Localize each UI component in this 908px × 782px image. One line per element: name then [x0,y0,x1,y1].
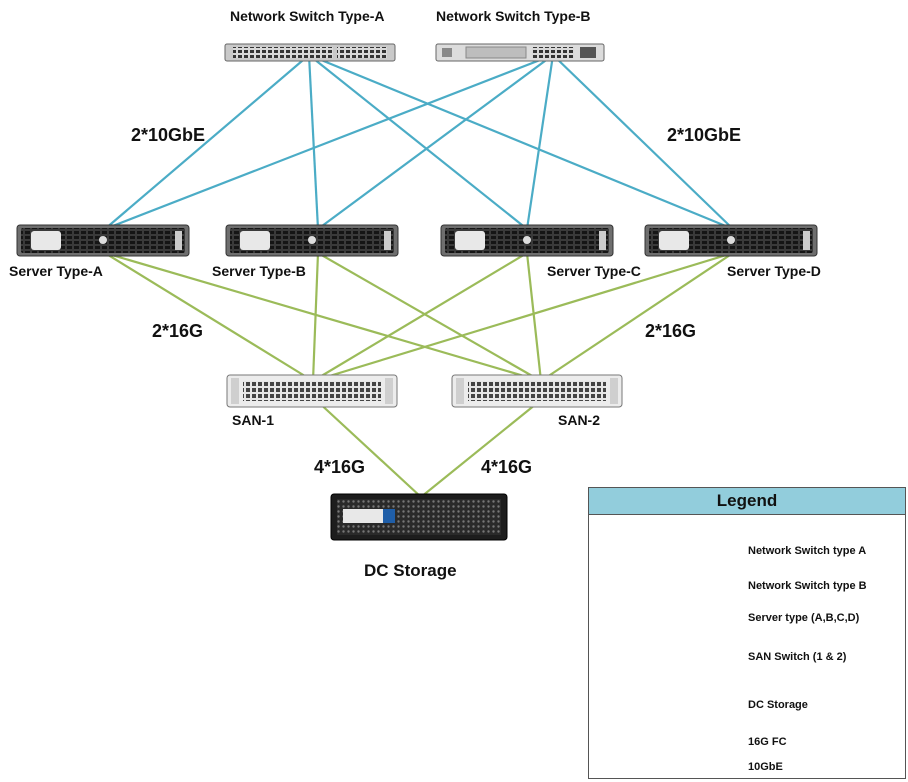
server-b-label: Server Type-B [212,263,306,279]
legend-title: Legend [589,488,905,515]
ethernet-links [104,53,734,231]
server-c-label: Server Type-C [547,263,641,279]
ethernet-left-label: 2*10GbE [131,125,206,145]
link-switch-b-server-a [104,53,554,231]
switch-a-label: Network Switch Type-A [230,8,385,24]
switch-b-icon [435,43,605,62]
fc-right-label: 2*16G [645,321,697,341]
server-d-icon [644,224,818,257]
storage-left-link-label: 4*16G [314,457,366,477]
server-c-icon [440,224,614,257]
ethernet-right-label: 2*10GbE [667,125,742,145]
storage-right-link-label: 4*16G [481,457,533,477]
fc-links [104,251,734,498]
link-switch-a-server-b [307,54,320,230]
san-2-label: SAN-2 [558,412,601,428]
legend-item-server: Server type (A,B,C,D) [748,612,860,624]
legend-item-san: SAN Switch (1 & 2) [748,651,847,663]
legend: Legend Network Switch type A Network Swi… [588,487,906,779]
link-switch-b-server-b [317,54,554,230]
link-server-b-san-1 [311,252,320,382]
legend-item-switch-b: Network Switch type B [748,580,867,592]
server-a-label: Server Type-A [9,263,103,279]
legend-item-storage: DC Storage [748,699,808,711]
link-server-d-san-1 [312,251,734,383]
legend-item-fc: 16G FC [748,736,787,748]
link-switch-a-server-d [308,53,734,231]
fc-left-label: 2*16G [152,321,204,341]
san-1-icon [226,374,398,408]
link-server-c-san-2 [525,252,543,382]
link-switch-b-server-c [525,54,555,230]
legend-item-ethernet: 10GbE [748,761,783,773]
link-san-2-storage [420,399,542,498]
switch-b-label: Network Switch Type-B [436,8,591,24]
link-switch-b-server-d [552,54,734,230]
link-switch-a-server-c [308,54,528,230]
storage-label: DC Storage [364,561,457,580]
san-2-icon [451,374,623,408]
server-a-icon [16,224,190,257]
link-server-b-san-2 [317,252,542,382]
server-d-label: Server Type-D [727,263,821,279]
link-server-a-san-2 [104,251,542,383]
server-b-icon [225,224,399,257]
link-server-c-san-1 [312,252,528,382]
link-switch-a-server-a [104,54,310,230]
link-server-d-san-2 [540,252,734,382]
storage-icon [330,493,508,541]
legend-item-switch-a: Network Switch type A [748,545,867,557]
san-1-label: SAN-1 [232,412,275,428]
switch-a-icon [224,43,396,62]
link-san-1-storage [315,399,422,498]
link-server-a-san-1 [104,252,314,382]
